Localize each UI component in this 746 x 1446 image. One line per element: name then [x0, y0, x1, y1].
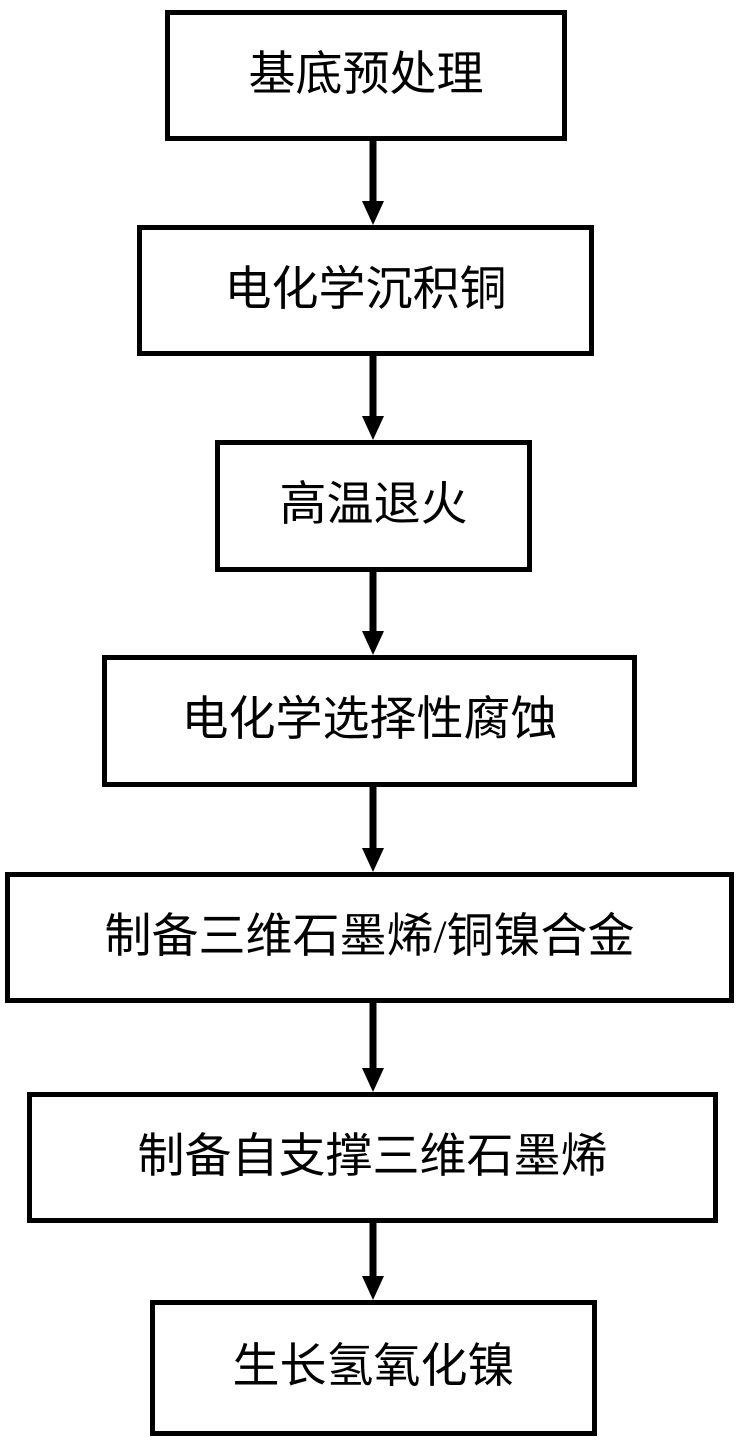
- process-box-label: 制备自支撑三维石墨烯: [137, 1130, 608, 1183]
- process-box-label: 生长氢氧化镍: [232, 1341, 515, 1394]
- process-box-prepare-self-supporting-3d-graphene[interactable]: 制备自支撑三维石墨烯: [27, 1092, 718, 1223]
- process-box-high-temperature-annealing[interactable]: 高温退火: [215, 440, 532, 572]
- process-box-electrochemical-selective-etching[interactable]: 电化学选择性腐蚀: [102, 655, 637, 787]
- process-box-label: 制备三维石墨烯/铜镍合金: [104, 910, 635, 963]
- process-box-label: 高温退火: [279, 479, 468, 532]
- arrow-node5-to-node6: [353, 1003, 393, 1092]
- process-box-electrochemical-copper-deposition[interactable]: 电化学沉积铜: [137, 225, 594, 356]
- arrow-node4-to-node5: [353, 787, 393, 872]
- arrow-node6-to-node7: [353, 1223, 393, 1300]
- process-box-substrate-pretreatment[interactable]: 基底预处理: [165, 10, 567, 141]
- arrow-node1-to-node2: [353, 141, 393, 225]
- process-box-label: 电化学沉积铜: [224, 263, 507, 316]
- process-box-label: 电化学选择性腐蚀: [181, 694, 558, 747]
- arrow-node3-to-node4: [353, 572, 393, 655]
- process-box-grow-nickel-hydroxide[interactable]: 生长氢氧化镍: [150, 1300, 597, 1436]
- process-box-label: 基底预处理: [248, 48, 484, 101]
- process-box-prepare-3d-graphene-copper-nickel-alloy[interactable]: 制备三维石墨烯/铜镍合金: [5, 872, 734, 1003]
- arrow-node2-to-node3: [353, 356, 393, 440]
